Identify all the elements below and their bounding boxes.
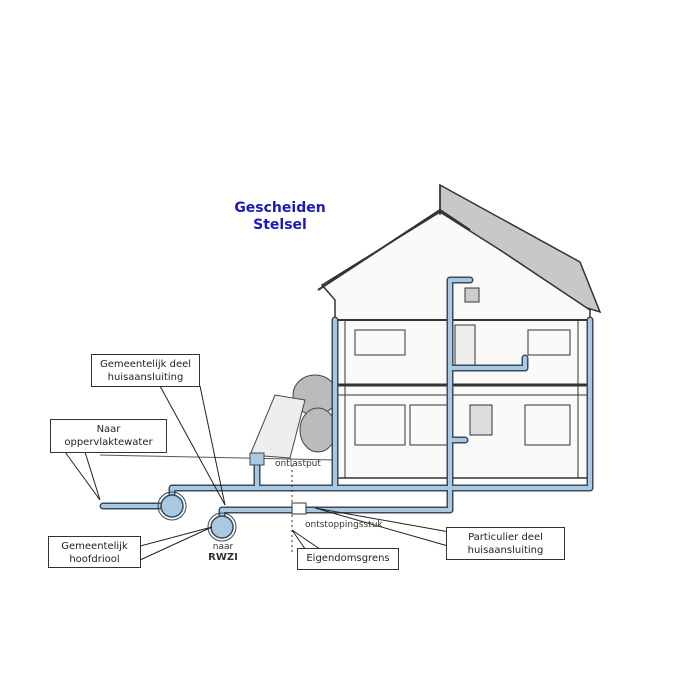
ontstoppingsstuk-box	[291, 502, 307, 515]
label-line: naar	[212, 542, 234, 552]
window	[354, 404, 406, 446]
label-eigendomsgrens: Eigendomsgrens	[297, 548, 399, 570]
title-line1: Gescheiden	[234, 200, 326, 216]
hoofdriool-rwzi	[210, 515, 234, 539]
garden-shed	[249, 394, 306, 459]
label-line: RWZI	[208, 552, 238, 563]
appliance	[469, 404, 493, 436]
vent	[464, 287, 480, 303]
label-line: Naar	[96, 424, 121, 435]
hoofdriool-rwzi-ring	[207, 512, 237, 542]
leader-lines	[64, 385, 456, 561]
label-line: huisaansluiting	[467, 545, 544, 556]
water-heater	[454, 324, 476, 371]
label-oppervlaktewater: Naar oppervlaktewater	[50, 419, 167, 453]
ground-line	[99, 454, 336, 461]
label-gemeentelijk-deel: Gemeentelijk deel huisaansluiting	[91, 354, 200, 387]
label-line: huisaansluiting	[107, 372, 184, 383]
label-ontstoppingsstuk: ontstoppingsstuk	[305, 520, 383, 530]
label-line: Gemeentelijk	[61, 541, 128, 552]
label-particulier-deel: Particulier deel huisaansluiting	[446, 527, 565, 560]
hoofdriool-opp-ring	[157, 491, 187, 521]
label-rwzi: naar RWZI	[205, 542, 241, 563]
window	[524, 404, 571, 446]
label-line: Gemeentelijk deel	[99, 359, 192, 370]
label-line: Particulier deel	[468, 532, 543, 543]
window	[354, 329, 406, 356]
label-line: hoofdriool	[69, 554, 120, 565]
label-ontlastput: ontlastput	[275, 459, 321, 469]
hoofdriool-opp	[160, 494, 184, 518]
label-hoofdriool: Gemeentelijk hoofdriool	[48, 536, 141, 568]
window	[527, 329, 571, 356]
label-line: oppervlaktewater	[64, 437, 153, 448]
bush	[299, 407, 337, 453]
diagram-title: Gescheiden Stelsel	[218, 200, 342, 234]
ontlastput-box	[249, 452, 265, 466]
title-line2: Stelsel	[253, 217, 307, 233]
